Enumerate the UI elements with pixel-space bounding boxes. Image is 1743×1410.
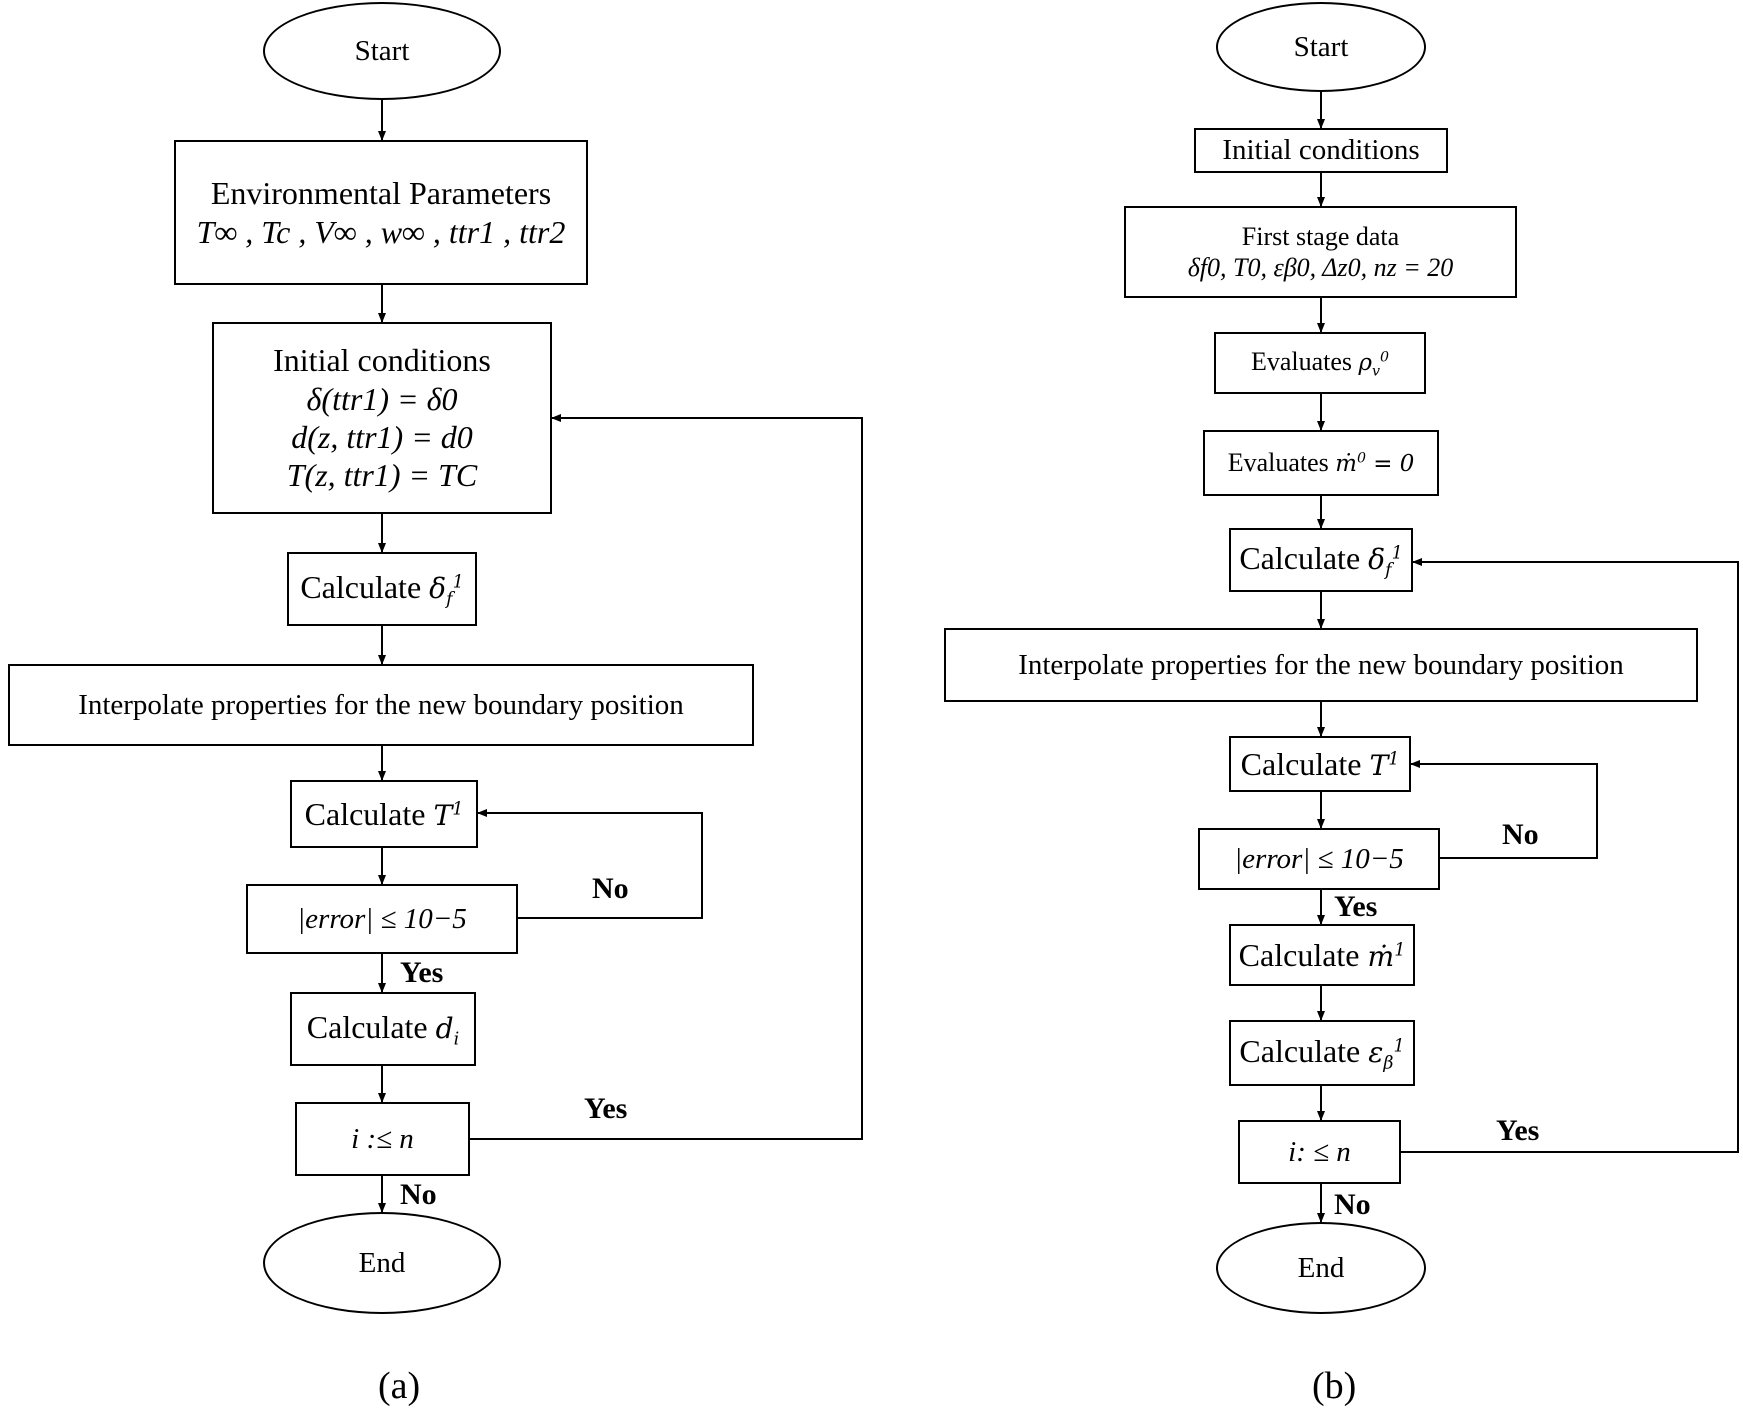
a-interpolate: Interpolate properties for the new bound… bbox=[8, 664, 754, 746]
b-calculate-mdot: Calculate ṁ1 bbox=[1229, 924, 1415, 986]
a-calculate-T: Calculate T1 bbox=[290, 780, 478, 848]
a-start: Start bbox=[263, 2, 501, 100]
a-init-1: δ(ttr1) = δ0 bbox=[306, 380, 458, 417]
b-label-no-error: No bbox=[1502, 818, 1539, 851]
b-error-check: |error| ≤ 10−5 bbox=[1198, 828, 1440, 890]
b-calculate-T: Calculate T1 bbox=[1229, 736, 1411, 792]
b-first-vars: δf0, T0, εβ0, Δz0, nz = 20 bbox=[1187, 253, 1454, 282]
a-init-title: Initial conditions bbox=[273, 342, 491, 379]
a-label-no-error: No bbox=[592, 872, 629, 905]
b-label-yes-error: Yes bbox=[1334, 890, 1378, 923]
b-calculate-delta: Calculate δf1 bbox=[1229, 528, 1413, 592]
a-environmental-parameters: Environmental Parameters T∞ , Tc , V∞ , … bbox=[174, 140, 588, 285]
b-evaluates-mdot: Evaluates ṁ0 = 0 bbox=[1203, 430, 1439, 496]
a-error-check: |error| ≤ 10−5 bbox=[246, 884, 518, 954]
a-calculate-d: Calculate di bbox=[290, 992, 476, 1066]
b-interpolate: Interpolate properties for the new bound… bbox=[944, 628, 1698, 702]
a-initial-conditions: Initial conditions δ(ttr1) = δ0 d(z, ttr… bbox=[212, 322, 552, 514]
b-loop-check: i: ≤ n bbox=[1238, 1120, 1401, 1184]
a-label-yes-loop: Yes bbox=[584, 1092, 628, 1125]
a-init-2: d(z, ttr1) = d0 bbox=[291, 419, 473, 455]
b-first-title: First stage data bbox=[1241, 221, 1400, 251]
b-loop-i-yes bbox=[1401, 558, 1739, 1153]
a-loop-check: i :≤ n bbox=[295, 1102, 470, 1176]
a-loop-error-no bbox=[477, 809, 703, 919]
a-loop-i-yes bbox=[470, 414, 863, 1140]
b-evaluates-rho: Evaluates ρv0 bbox=[1214, 332, 1426, 394]
a-label-yes-error: Yes bbox=[400, 956, 444, 989]
a-end: End bbox=[263, 1212, 501, 1314]
b-label-yes-loop: Yes bbox=[1496, 1114, 1540, 1147]
b-first-stage-data: First stage data δf0, T0, εβ0, Δz0, nz =… bbox=[1124, 206, 1517, 298]
a-label-no-loop: No bbox=[400, 1178, 437, 1211]
a-env-title: Environmental Parameters bbox=[210, 175, 552, 212]
b-initial-conditions: Initial conditions bbox=[1194, 128, 1448, 173]
a-env-vars: T∞ , Tc , V∞ , w∞ , ttr1 , ttr2 bbox=[196, 213, 566, 250]
b-start: Start bbox=[1216, 2, 1426, 92]
caption-a: (a) bbox=[378, 1365, 421, 1407]
a-calculate-delta: Calculate δf1 bbox=[287, 552, 477, 626]
b-label-no-loop: No bbox=[1334, 1188, 1371, 1221]
b-loop-error-no bbox=[1410, 760, 1598, 859]
b-end: End bbox=[1216, 1222, 1426, 1314]
caption-b: (b) bbox=[1312, 1365, 1357, 1407]
a-init-3: T(z, ttr1) = TC bbox=[286, 457, 478, 494]
b-calculate-epsilon: Calculate εβ1 bbox=[1229, 1020, 1415, 1086]
